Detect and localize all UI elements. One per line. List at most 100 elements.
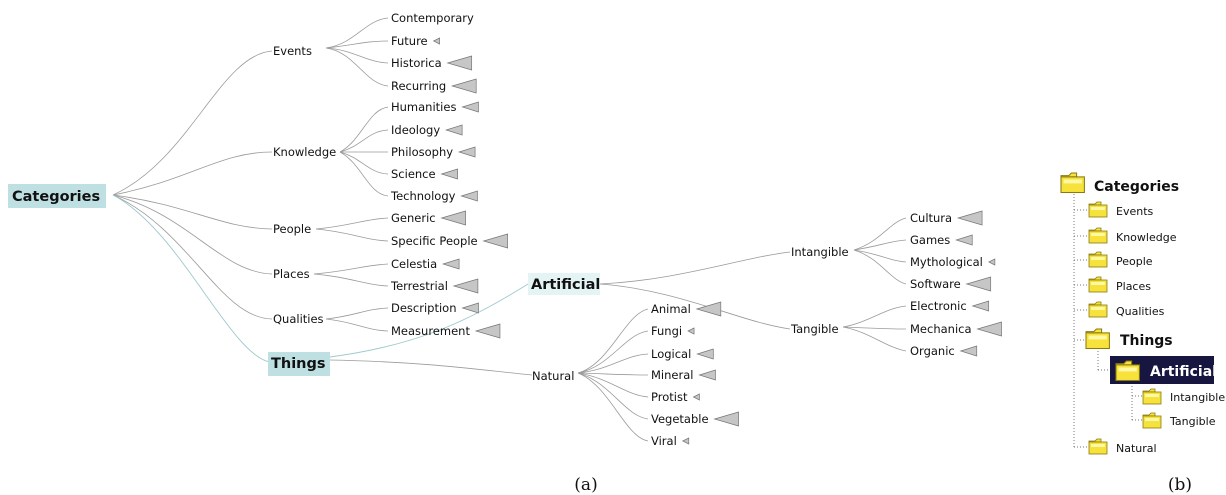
expand-arrows xyxy=(432,37,1002,445)
expand-arrow-icon[interactable] xyxy=(441,258,460,270)
node-artificial[interactable]: Artificial xyxy=(531,277,600,293)
node-technology[interactable]: Technology xyxy=(390,189,456,203)
highlight-boxes xyxy=(8,184,600,376)
node-historica[interactable]: Historica xyxy=(391,56,442,70)
node-natural[interactable]: Natural xyxy=(532,369,574,383)
node-electronic[interactable]: Electronic xyxy=(910,299,967,313)
folder-icon xyxy=(1088,301,1108,318)
tree-item-things[interactable]: Things xyxy=(1120,333,1173,349)
node-fungi[interactable]: Fungi xyxy=(651,324,682,338)
folder-icon xyxy=(1088,438,1108,455)
node-celestia[interactable]: Celestia xyxy=(391,257,437,271)
expand-arrow-icon[interactable] xyxy=(965,276,992,292)
things-highlight xyxy=(268,352,330,376)
expand-arrow-icon[interactable] xyxy=(452,278,479,294)
folder-icon xyxy=(1088,201,1108,218)
expand-arrow-icon[interactable] xyxy=(440,210,466,226)
node-logical[interactable]: Logical xyxy=(651,347,691,361)
expand-arrow-icon[interactable] xyxy=(692,393,700,401)
node-contemporary[interactable]: Contemporary xyxy=(391,11,474,25)
expand-arrow-icon[interactable] xyxy=(971,300,990,312)
expand-arrow-icon[interactable] xyxy=(440,168,458,180)
expand-arrow-icon[interactable] xyxy=(450,78,477,94)
expand-arrow-icon[interactable] xyxy=(461,302,479,314)
expand-arrow-icon[interactable] xyxy=(444,124,463,136)
expand-arrow-icon[interactable] xyxy=(955,234,973,246)
node-viral[interactable]: Viral xyxy=(651,434,677,448)
node-animal[interactable]: Animal xyxy=(651,302,691,316)
expand-arrow-icon[interactable] xyxy=(959,345,978,357)
node-events[interactable]: Events xyxy=(273,44,312,58)
expand-arrow-icon[interactable] xyxy=(988,258,996,266)
expand-arrow-icon[interactable] xyxy=(457,146,476,158)
tree-item-events[interactable]: Events xyxy=(1116,205,1154,218)
node-knowledge[interactable]: Knowledge xyxy=(273,145,336,159)
node-mythological[interactable]: Mythological xyxy=(910,255,983,269)
node-categories[interactable]: Categories xyxy=(12,189,100,205)
tree-item-qualities[interactable]: Qualities xyxy=(1116,305,1165,318)
node-software[interactable]: Software xyxy=(910,277,961,291)
tree-item-knowledge[interactable]: Knowledge xyxy=(1116,231,1177,244)
tree-item-natural[interactable]: Natural xyxy=(1116,442,1157,455)
expand-arrow-icon[interactable] xyxy=(681,437,690,445)
folder-icon xyxy=(1115,360,1140,382)
node-tangible[interactable]: Tangible xyxy=(790,322,839,336)
expand-arrow-icon[interactable] xyxy=(687,327,695,335)
caption-a: (a) xyxy=(574,475,597,495)
tree-item-intangible[interactable]: Intangible xyxy=(1170,391,1225,404)
node-mechanica[interactable]: Mechanica xyxy=(910,322,972,336)
folder-icon xyxy=(1088,276,1108,293)
node-things[interactable]: Things xyxy=(271,356,326,372)
expand-arrow-icon[interactable] xyxy=(474,323,501,339)
expand-arrow-icon[interactable] xyxy=(432,37,440,45)
expand-arrow-icon[interactable] xyxy=(446,55,473,71)
expand-arrow-icon[interactable] xyxy=(460,190,478,202)
tree-item-places[interactable]: Places xyxy=(1116,280,1151,293)
node-people[interactable]: People xyxy=(273,222,311,236)
node-qualities[interactable]: Qualities xyxy=(273,312,324,326)
node-future[interactable]: Future xyxy=(391,34,428,48)
expand-arrow-icon[interactable] xyxy=(713,411,739,427)
folder-icon xyxy=(1085,328,1110,350)
node-humanities[interactable]: Humanities xyxy=(391,100,456,114)
artificial-highlight xyxy=(528,273,600,295)
node-labels: Categories EventsKnowledgePeoplePlacesQua… xyxy=(12,11,983,448)
tree-root-categories[interactable]: Categories xyxy=(1094,179,1179,195)
expand-arrow-icon[interactable] xyxy=(698,369,716,381)
node-ideology[interactable]: Ideology xyxy=(391,123,440,137)
tree-item-tangible[interactable]: Tangible xyxy=(1169,415,1216,428)
expand-arrow-icon[interactable] xyxy=(976,321,1002,337)
node-philosophy[interactable]: Philosophy xyxy=(391,145,453,159)
node-science[interactable]: Science xyxy=(391,167,436,181)
folder-icon xyxy=(1142,412,1162,429)
folder-icon xyxy=(1060,172,1085,194)
node-recurring[interactable]: Recurring xyxy=(391,79,446,93)
node-vegetable[interactable]: Vegetable xyxy=(651,412,709,426)
node-organic[interactable]: Organic xyxy=(910,344,955,358)
categories-highlight xyxy=(8,184,106,208)
node-description[interactable]: Description xyxy=(391,301,457,315)
node-places[interactable]: Places xyxy=(273,267,310,281)
caption-b: (b) xyxy=(1168,475,1192,495)
figure-captions: (a) (b) xyxy=(574,475,1192,495)
node-games[interactable]: Games xyxy=(910,233,950,247)
expand-arrow-icon[interactable] xyxy=(695,301,722,317)
expand-arrow-icon[interactable] xyxy=(956,210,983,226)
node-terrestrial[interactable]: Terrestrial xyxy=(390,279,448,293)
tree-item-artificial[interactable]: Artificial xyxy=(1150,364,1217,380)
folder-icon xyxy=(1088,227,1108,244)
node-specific-people[interactable]: Specific People xyxy=(391,234,478,248)
tree-item-people[interactable]: People xyxy=(1116,255,1153,268)
node-mineral[interactable]: Mineral xyxy=(651,368,693,382)
tree-edges xyxy=(112,17,907,442)
folder-icon xyxy=(1088,251,1108,268)
node-cultura[interactable]: Cultura xyxy=(910,211,952,225)
node-intangible[interactable]: Intangible xyxy=(791,245,849,259)
expand-arrow-icon[interactable] xyxy=(696,348,714,360)
node-measurement[interactable]: Measurement xyxy=(391,324,470,338)
node-protist[interactable]: Protist xyxy=(651,390,688,404)
node-generic[interactable]: Generic xyxy=(391,211,436,225)
expand-arrow-icon[interactable] xyxy=(461,101,479,113)
expand-arrow-icon[interactable] xyxy=(482,233,508,249)
